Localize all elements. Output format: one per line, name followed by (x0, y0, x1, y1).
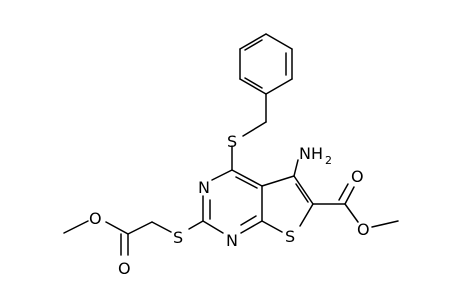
bond-c7a-n1 (240, 220, 263, 234)
bond-c5-c6 (293, 175, 314, 205)
atom-s-benzyl: S (227, 132, 237, 151)
bond-c4a-c5 (261, 175, 295, 187)
atom-n1: N (226, 231, 238, 250)
bond-ch2-carbonyl (127, 221, 153, 235)
double-bond-inner (244, 39, 263, 51)
bond (239, 78, 267, 95)
double-bond-inner (240, 215, 257, 226)
bond-oether-methyl (371, 220, 399, 228)
double-bond-co (338, 183, 349, 201)
bond-c6-s (299, 203, 314, 227)
atom-n3: N (198, 178, 210, 197)
bond-c5-nh2 (293, 159, 299, 177)
double-bond-inner (235, 176, 258, 189)
right-methyl-ester (312, 183, 399, 228)
bond-n1-c2 (202, 220, 224, 234)
double-bond-inner (244, 77, 263, 89)
pyrimidine-ring (202, 169, 263, 234)
bond-s-ch2 (151, 221, 172, 233)
atom-o-left-carbonyl: O (118, 259, 131, 278)
bond-carbonyl-oether (344, 203, 359, 223)
bond-carbonyl-o (344, 186, 355, 205)
bond (265, 33, 293, 50)
double-bond-inner (295, 183, 309, 203)
bond-oether-methyl (63, 220, 89, 234)
atom-o-right-carbonyl: O (351, 167, 364, 186)
bond (265, 78, 293, 95)
bond-ch2-s (242, 121, 267, 137)
atom-amino-nh: NH (299, 144, 323, 163)
bond-c2-s (188, 220, 204, 230)
atom-o-left-ether: O (89, 209, 102, 228)
benzene-ring (239, 33, 293, 95)
bond-c4-c4a (231, 169, 263, 187)
bond-n3-c4 (211, 169, 233, 181)
bond (239, 33, 267, 50)
atom-amino-h-count: 2 (325, 154, 332, 167)
left-methyl-ester (63, 220, 204, 256)
atom-s-thiophene: S (285, 227, 295, 246)
thiophene-ring (261, 175, 314, 233)
bond-s-c7a (261, 220, 283, 233)
atom-o-right-ether: O (357, 220, 370, 239)
bond-carbonyl-oether (105, 221, 129, 235)
atom-s-thio2: S (173, 228, 183, 247)
